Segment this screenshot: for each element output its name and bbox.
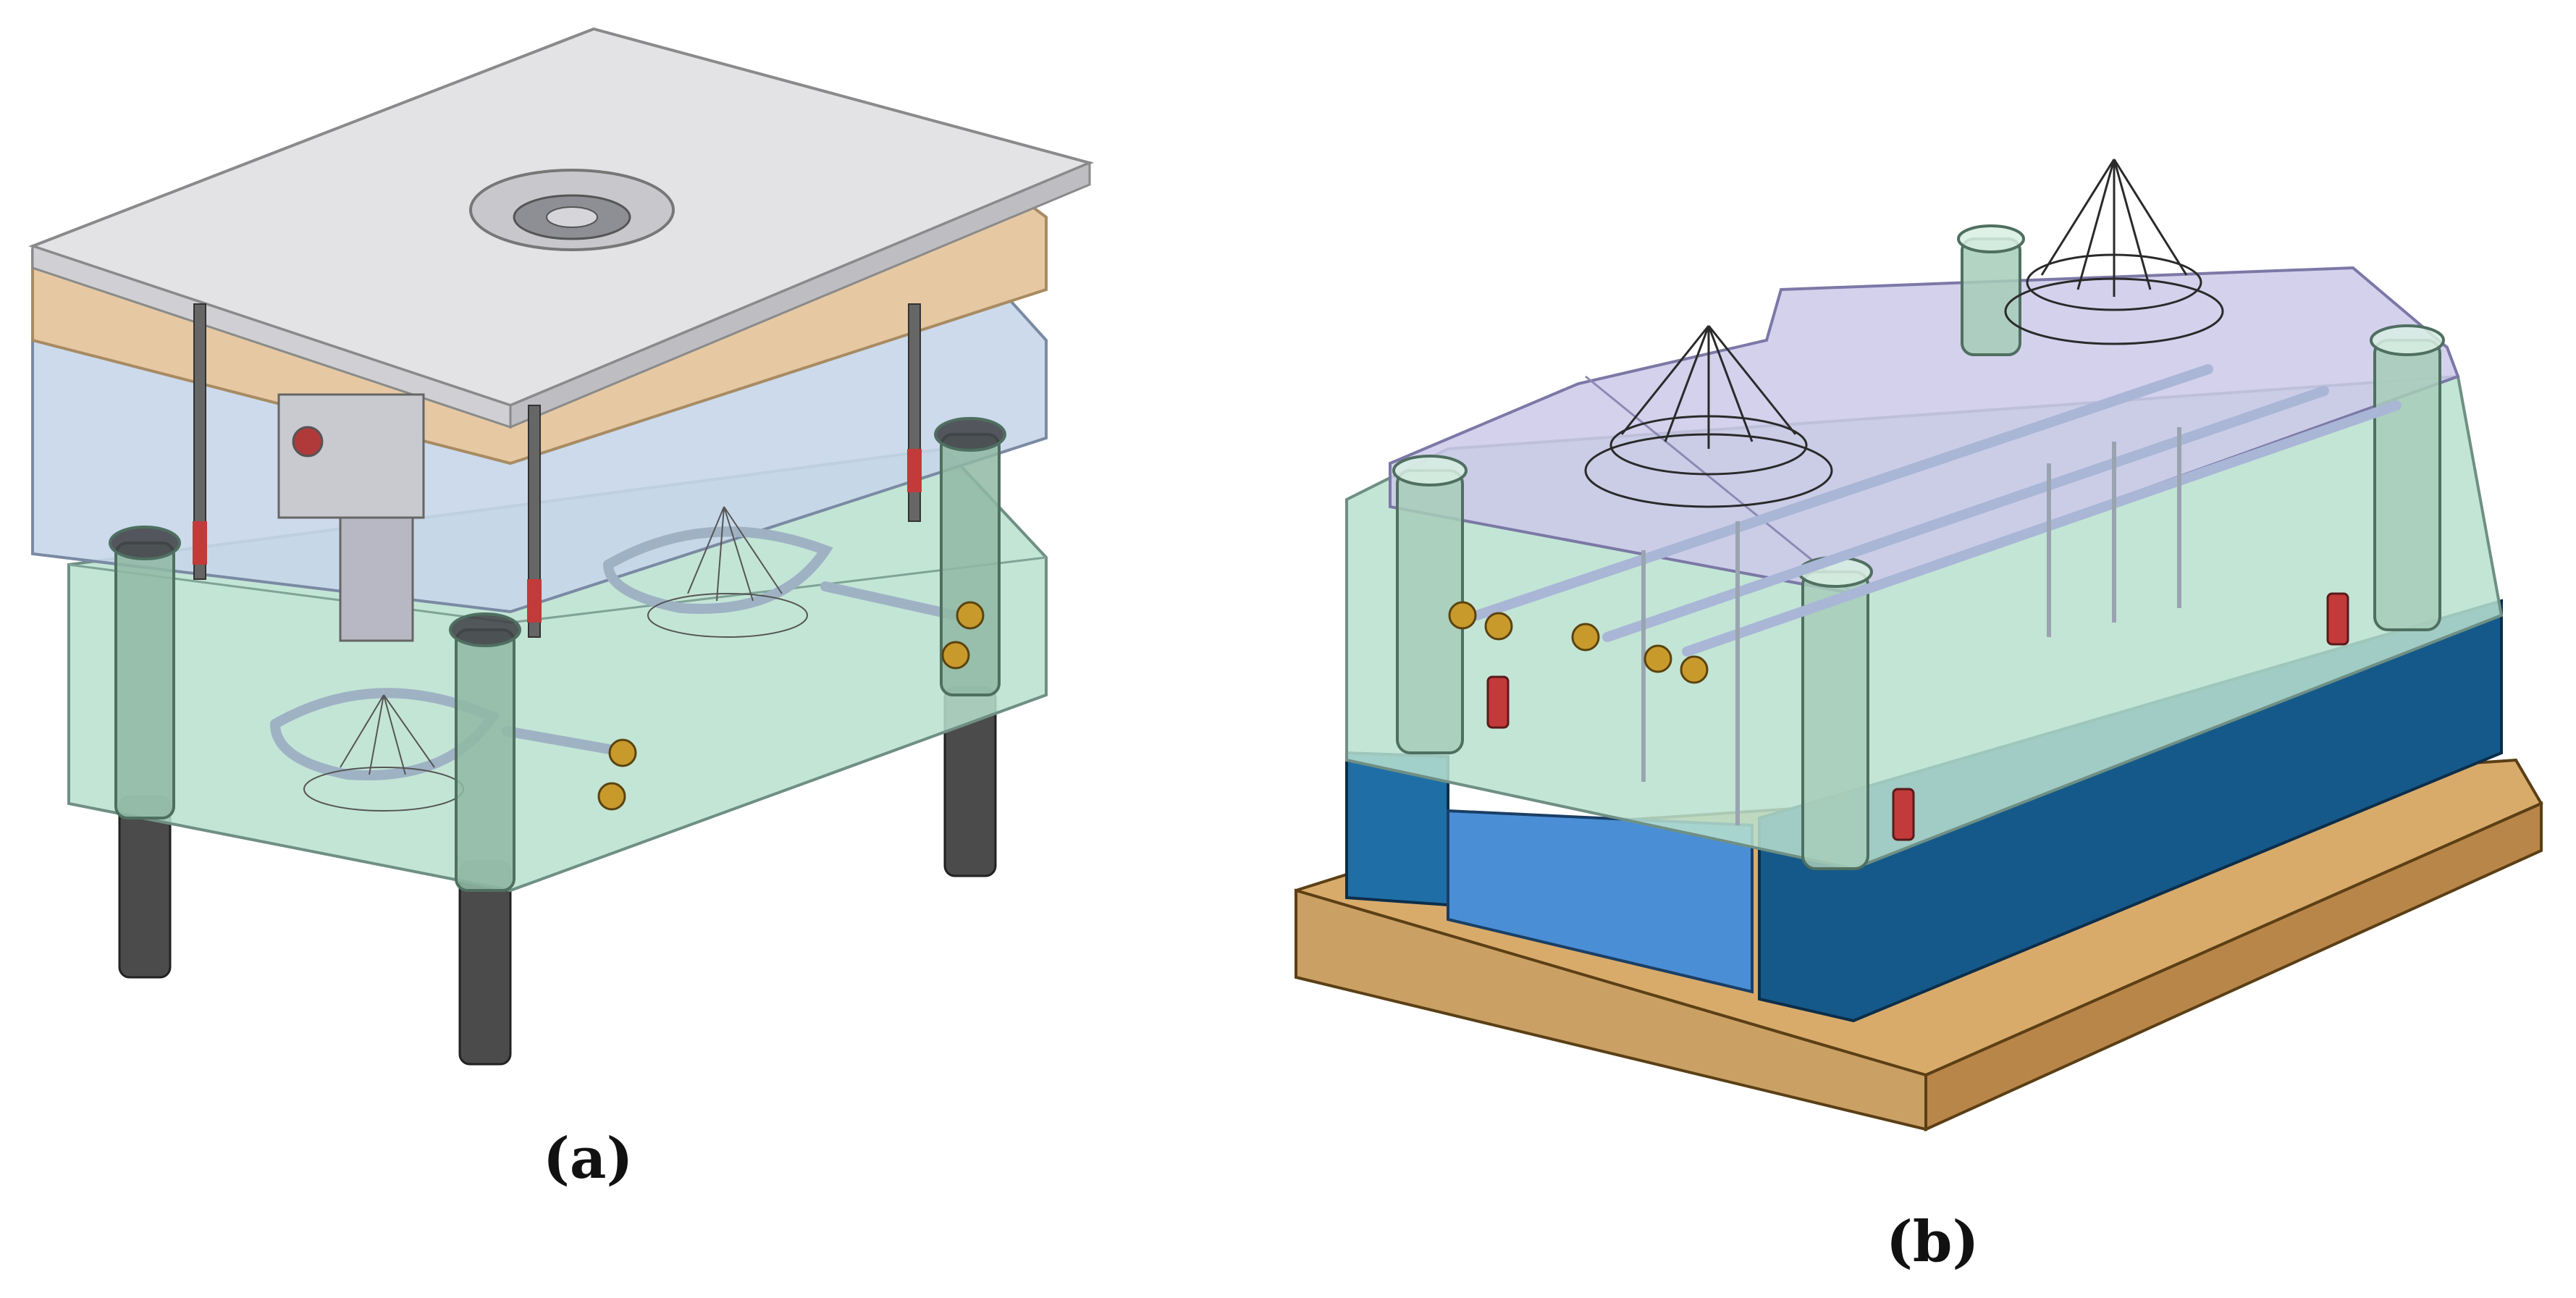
- panel-b-mold: [1295, 159, 2543, 1132]
- cover-plate-seam: [1585, 375, 1854, 595]
- panel-b-caption: (b): [1886, 1209, 1979, 1275]
- cover-plate: [1389, 266, 2460, 596]
- sprue-bushing: [469, 169, 675, 251]
- base-plate-left: [1295, 888, 1927, 1131]
- water-fittings: [597, 601, 985, 811]
- slide-block: [277, 393, 425, 642]
- ejector-legs: [118, 686, 997, 1066]
- panel-a-mold: [28, 27, 1095, 1066]
- panel-a-caption: (a): [543, 1126, 634, 1192]
- return-pins: [193, 303, 922, 638]
- guide-pillars-b: [1392, 224, 2445, 870]
- cooling-tubes-b: [1472, 364, 2402, 657]
- gate-cones: [303, 506, 808, 812]
- spring-markers-b: [1486, 592, 2349, 841]
- cone-insert-1: [1584, 325, 1833, 508]
- top-plate-front: [509, 161, 1091, 429]
- water-fittings-b: [1448, 601, 1709, 684]
- cone-insert-2: [2004, 159, 2224, 345]
- ejector-pins-b: [1641, 427, 2181, 825]
- guide-pillars: [109, 417, 1006, 892]
